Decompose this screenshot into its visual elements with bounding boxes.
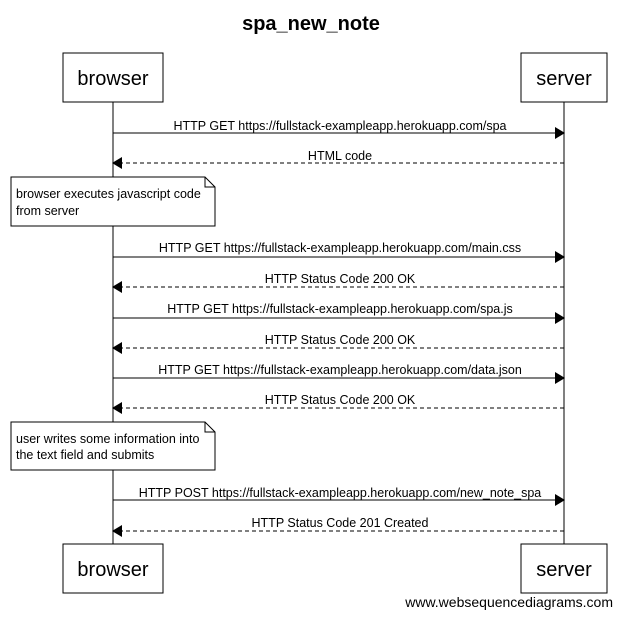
message-label: HTTP GET https://fullstack-exampleapp.he… <box>173 119 506 133</box>
message-3: HTTP Status Code 200 OK <box>112 272 564 293</box>
actor-server-top: server <box>520 52 608 103</box>
actor-label-server-top: server <box>536 68 592 90</box>
note-line: user writes some information into <box>16 432 199 446</box>
note-line: the text field and submits <box>16 448 154 462</box>
message-label: HTTP Status Code 200 OK <box>265 272 416 286</box>
message-label: HTTP GET https://fullstack-exampleapp.he… <box>167 302 513 316</box>
message-label: HTML code <box>308 149 372 163</box>
message-4: HTTP GET https://fullstack-exampleapp.he… <box>113 302 565 324</box>
watermark-text: www.websequencediagrams.com <box>404 594 613 610</box>
message-label: HTTP GET https://fullstack-exampleapp.he… <box>159 241 521 255</box>
diagram-title: spa_new_note <box>242 13 380 35</box>
message-8: HTTP POST https://fullstack-exampleapp.h… <box>113 486 565 506</box>
message-9: HTTP Status Code 201 Created <box>112 516 564 537</box>
message-label: HTTP Status Code 201 Created <box>252 516 429 530</box>
actor-browser-top: browser <box>62 52 164 103</box>
actor-browser-bottom: browser <box>62 543 164 594</box>
message-6: HTTP GET https://fullstack-exampleapp.he… <box>113 363 565 384</box>
message-label: HTTP GET https://fullstack-exampleapp.he… <box>158 363 522 377</box>
note-1: user writes some information into the te… <box>10 421 216 471</box>
actor-server-bottom: server <box>520 543 608 594</box>
message-7: HTTP Status Code 200 OK <box>112 393 564 414</box>
note-line: from server <box>16 204 79 218</box>
message-2: HTTP GET https://fullstack-exampleapp.he… <box>113 241 565 263</box>
note-0: browser executes javascript code from se… <box>10 176 216 227</box>
message-label: HTTP Status Code 200 OK <box>265 333 416 347</box>
message-0: HTTP GET https://fullstack-exampleapp.he… <box>113 119 565 139</box>
message-label: HTTP POST https://fullstack-exampleapp.h… <box>139 486 542 500</box>
message-1: HTML code <box>112 149 564 169</box>
note-line: browser executes javascript code <box>16 187 201 201</box>
actor-label-server-bottom: server <box>536 559 592 581</box>
actor-label-browser-top: browser <box>77 68 148 90</box>
message-5: HTTP Status Code 200 OK <box>112 333 564 354</box>
message-label: HTTP Status Code 200 OK <box>265 393 416 407</box>
actor-label-browser-bottom: browser <box>77 559 148 581</box>
